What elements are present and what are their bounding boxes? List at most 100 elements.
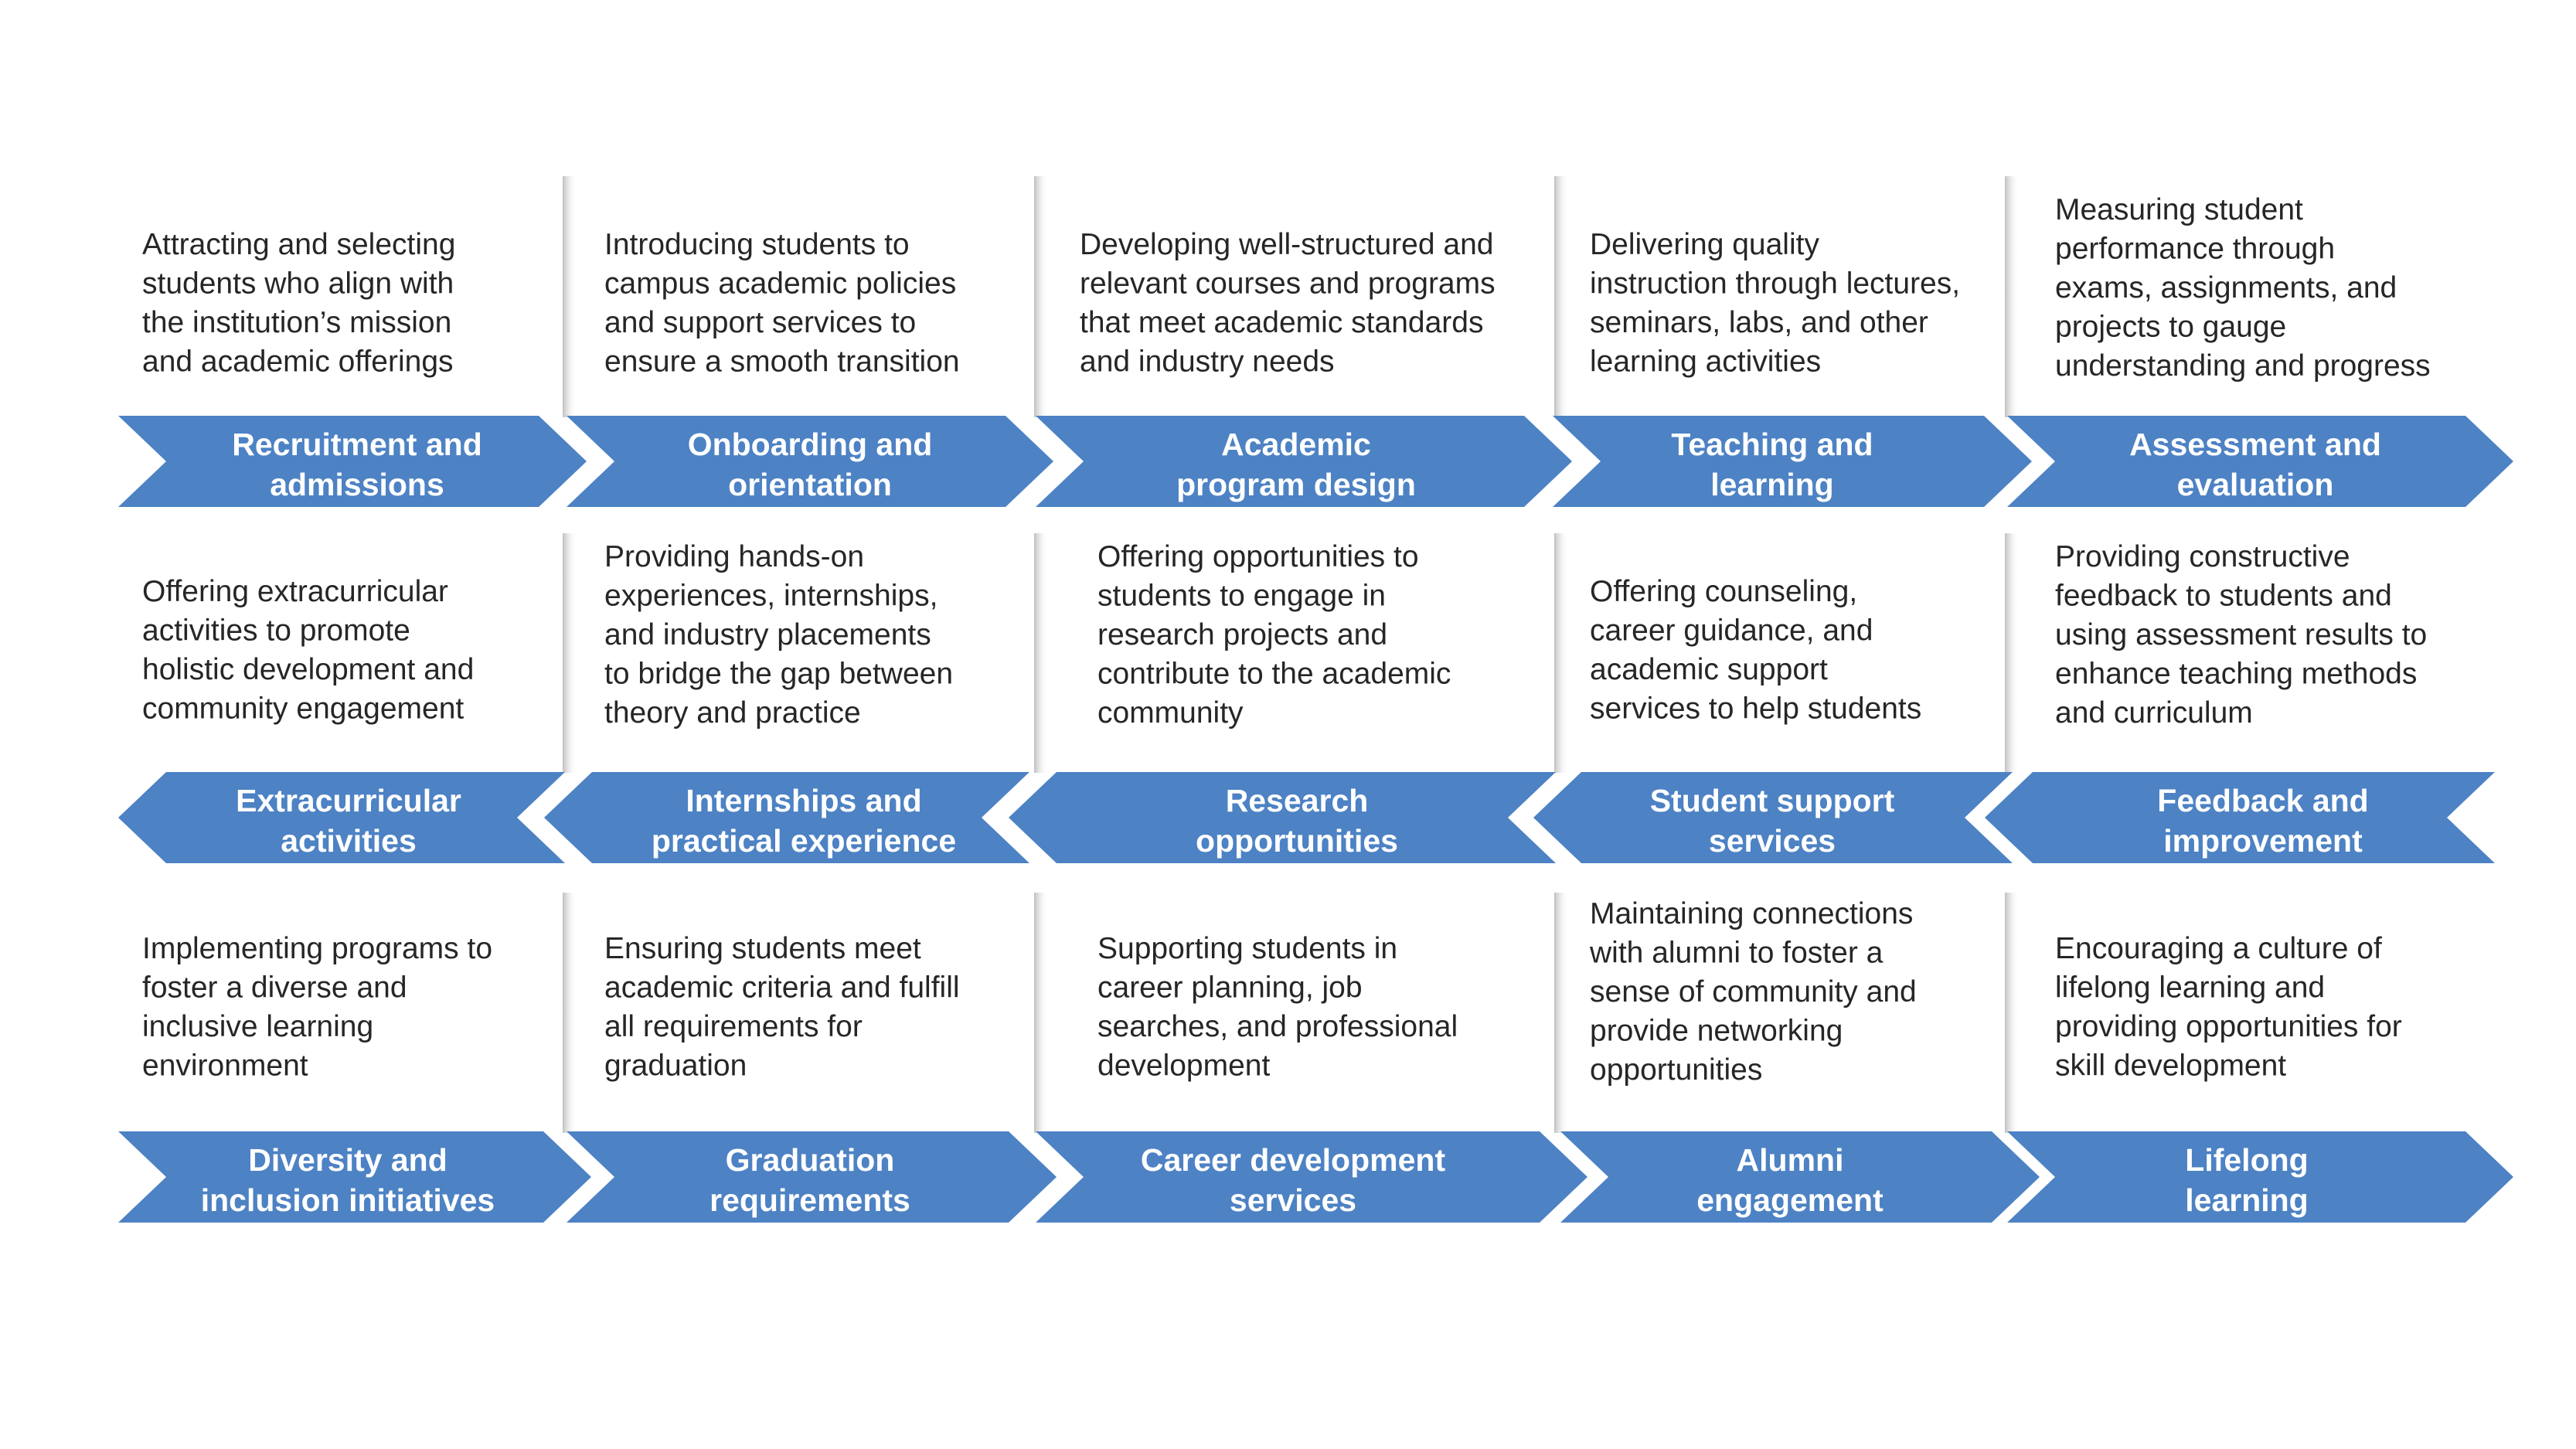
panel-divider	[2005, 533, 2019, 773]
step-description: students who align with	[142, 267, 454, 301]
step-description: to bridge the gap between	[604, 658, 953, 691]
step-description: Providing hands-on	[604, 540, 864, 573]
step-description: Encouraging a culture of	[2055, 932, 2382, 965]
step-description: instruction through lectures,	[1590, 267, 1960, 301]
step-description: development	[1097, 1049, 1270, 1083]
step-description: learning activities	[1590, 345, 1821, 379]
step-label: Teaching and	[1671, 427, 1873, 462]
step-description: career planning, job	[1097, 971, 1363, 1005]
panel-divider	[563, 533, 577, 773]
step-label: opportunities	[1196, 823, 1398, 859]
panel-divider	[1554, 176, 1568, 417]
step-label: services	[1230, 1182, 1356, 1218]
step-label: Academic	[1221, 427, 1371, 462]
step-description: experiences, internships,	[604, 580, 938, 613]
step-label: Recruitment and	[232, 427, 482, 462]
step-description: and industry needs	[1080, 345, 1335, 379]
chevron-step	[567, 1131, 1057, 1223]
step-description: performance through	[2055, 233, 2335, 266]
panel-divider	[563, 176, 577, 417]
step-label: orientation	[728, 467, 892, 502]
panel-shadows	[563, 176, 2019, 1133]
chevron-step	[544, 772, 1029, 863]
step-description: Implementing programs to	[142, 932, 492, 965]
step-description: contribute to the academic	[1097, 658, 1451, 691]
step-description: feedback to students and	[2055, 580, 2392, 613]
step-description: providing opportunities for	[2055, 1010, 2402, 1043]
step-label: Extracurricular	[236, 783, 461, 818]
step-description: community engagement	[142, 692, 464, 726]
step-description: Supporting students in	[1097, 932, 1397, 965]
step-label: Feedback and	[2157, 783, 2368, 818]
step-description: lifelong learning and	[2055, 971, 2325, 1005]
step-description: ensure a smooth transition	[604, 345, 960, 379]
step-description: with alumni to foster a	[1589, 937, 1884, 970]
step-description: Delivering quality	[1590, 228, 1819, 261]
step-description: opportunities	[1590, 1053, 1762, 1087]
step-label: learning	[1710, 467, 1833, 502]
step-label: program design	[1176, 467, 1416, 502]
chevron-step	[118, 1131, 591, 1223]
step-description: relevant courses and programs	[1080, 267, 1496, 301]
chevron-step	[1036, 1131, 1587, 1223]
step-description: Introducing students to	[604, 228, 910, 261]
step-description: and industry placements	[604, 618, 931, 651]
step-label: Internships and	[686, 783, 921, 818]
step-label: Onboarding and	[688, 427, 933, 462]
panel-divider	[1034, 893, 1048, 1133]
step-description: campus academic policies	[604, 267, 956, 301]
step-label: activities	[281, 823, 417, 859]
chevron-step	[118, 416, 587, 507]
step-description: that meet academic standards	[1080, 306, 1483, 339]
panel-divider	[1554, 893, 1568, 1133]
step-label: Diversity and	[248, 1142, 447, 1178]
chevron-step	[2007, 1131, 2513, 1223]
step-description: services to help students	[1590, 692, 1921, 726]
step-description: sense of community and	[1590, 975, 1917, 1009]
step-label: engagement	[1696, 1182, 1884, 1218]
step-description: Offering counseling,	[1590, 575, 1857, 608]
chevron-step	[1533, 772, 2013, 863]
chevron-step	[1036, 416, 1572, 507]
panel-divider	[1034, 176, 1048, 417]
step-description: environment	[142, 1049, 308, 1083]
step-description: skill development	[2055, 1049, 2286, 1083]
chevron-step	[118, 772, 565, 863]
chevron-layer	[118, 416, 2513, 1223]
step-label: Research	[1226, 783, 1369, 818]
step-label: learning	[2185, 1182, 2308, 1218]
step-description: Offering extracurricular	[142, 575, 448, 608]
step-label: services	[1709, 823, 1836, 859]
step-description: academic support	[1590, 653, 1828, 686]
step-description: using assessment results to	[2055, 618, 2427, 651]
step-description: provide networking	[1590, 1015, 1843, 1048]
chevron-step	[1553, 416, 2032, 507]
step-description: Providing constructive	[2055, 540, 2350, 573]
step-description: inclusive learning	[142, 1010, 373, 1043]
chevron-step	[567, 416, 1053, 507]
step-description: career guidance, and	[1590, 614, 1873, 648]
step-label: practical experience	[652, 823, 956, 859]
panel-divider	[1034, 533, 1048, 773]
chevron-step	[2007, 416, 2513, 507]
step-description: the institution’s mission	[142, 306, 451, 339]
step-label: improvement	[2163, 823, 2363, 859]
step-label: admissions	[270, 467, 444, 502]
step-label: Alumni	[1737, 1142, 1844, 1178]
step-description: seminars, labs, and other	[1590, 306, 1928, 339]
step-description: and academic offerings	[142, 345, 454, 379]
step-description: Measuring student	[2055, 193, 2303, 226]
chevron-step	[1009, 772, 1556, 863]
step-description: searches, and professional	[1097, 1010, 1458, 1043]
step-description: Offering opportunities to	[1097, 540, 1419, 573]
step-description: projects to gauge	[2055, 311, 2286, 344]
step-description: Maintaining connections	[1590, 897, 1913, 930]
step-description: understanding and progress	[2055, 349, 2431, 383]
step-label: Graduation	[726, 1142, 895, 1178]
step-description: graduation	[604, 1049, 747, 1083]
step-label: requirements	[710, 1182, 910, 1218]
step-description: research projects and	[1097, 618, 1387, 651]
step-label: evaluation	[2177, 467, 2334, 502]
